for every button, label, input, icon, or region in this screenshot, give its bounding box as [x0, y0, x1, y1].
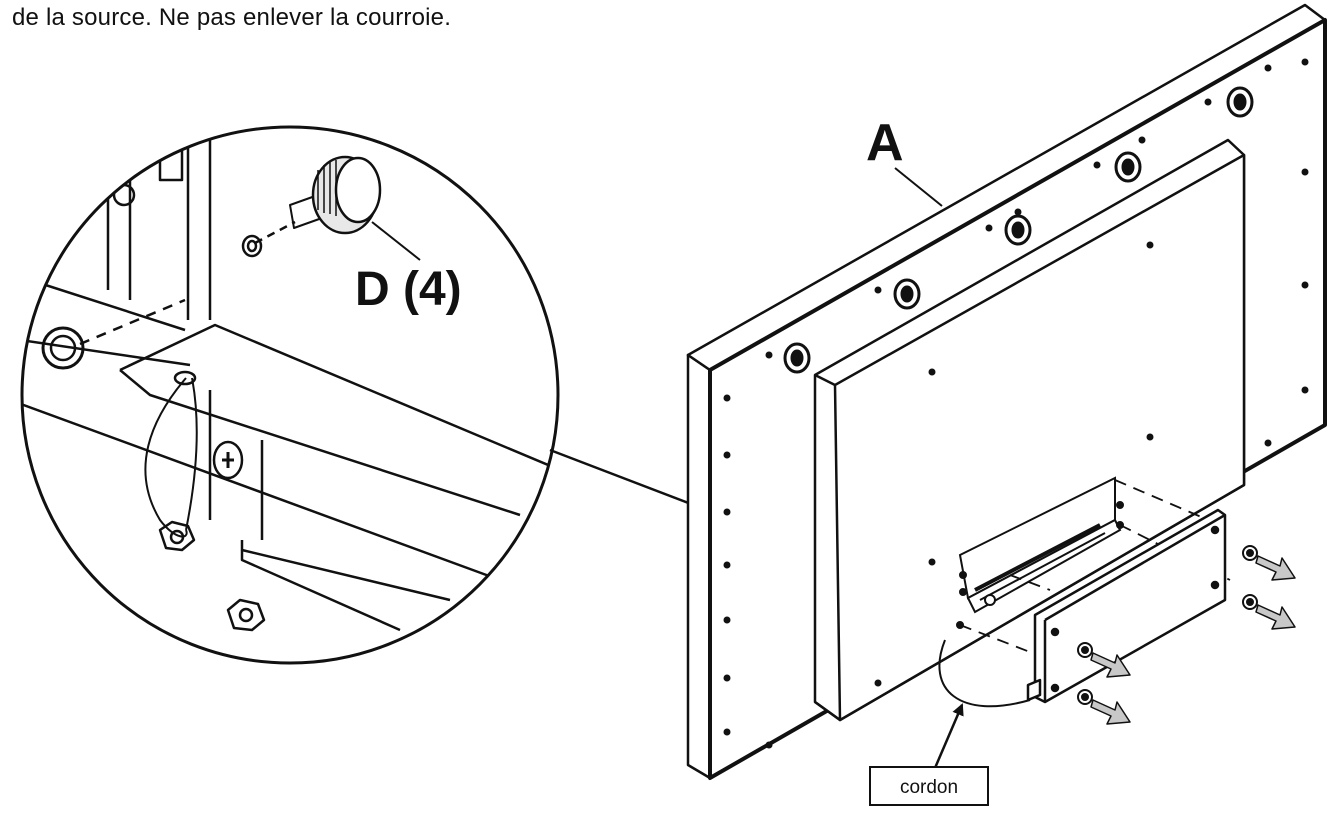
- leader-line-d: [371, 221, 421, 261]
- connector-bracket: [956, 476, 1124, 629]
- label-part-d: D (4): [355, 263, 462, 316]
- detail-magnifier: [20, 125, 560, 665]
- label-cord: cordon: [900, 777, 958, 798]
- leader-line-a: [894, 167, 943, 207]
- removal-screws: [1077, 545, 1296, 725]
- monitor-panel: [686, 3, 1327, 780]
- instruction-text: de la source. Ne pas enlever la courroie…: [12, 4, 452, 31]
- mounting-bosses: [783, 86, 1254, 374]
- edge-screw-dots: [723, 58, 1309, 749]
- cordon-arrow: [933, 703, 964, 769]
- label-part-a: A: [866, 114, 904, 172]
- cordon-label-box: [869, 766, 989, 806]
- cord-line: [938, 639, 1031, 708]
